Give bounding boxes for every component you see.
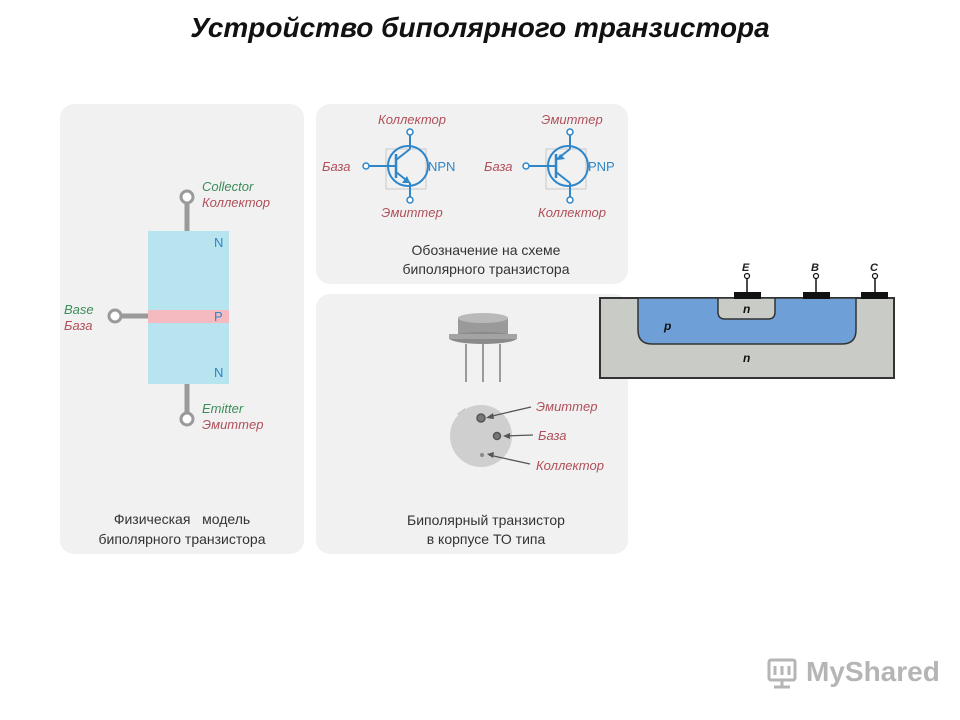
collector-label-ru: Коллектор [202, 195, 270, 210]
base-p-region [637, 297, 857, 345]
base-contact [803, 292, 830, 299]
to-package-bottom-view [450, 405, 534, 467]
base-pin [492, 431, 502, 441]
pnp-type-label: PNP [588, 159, 615, 174]
substrate-region-label: n [743, 351, 750, 365]
to-package-diagram: Эмиттер База Коллектор Биполярный транзи… [407, 313, 604, 547]
emitter-n-region [717, 297, 776, 320]
terminal-e-label: E [742, 262, 750, 274]
layer-label-bottom: N [214, 365, 223, 380]
to-collector-label: Коллектор [536, 458, 604, 473]
base-label-ru: База [64, 318, 93, 333]
watermark-text: MyShared [806, 656, 940, 687]
physical-model-diagram: N P N Collector Коллектор Base База Emit… [64, 179, 270, 547]
emitter-contact [734, 292, 761, 299]
pnp-symbol [522, 128, 589, 204]
npn-collector-label: Коллектор [378, 112, 446, 127]
pnp-emitter-label: Эмиттер [541, 112, 602, 127]
npn-base-label: База [322, 159, 351, 174]
npn-symbol [362, 128, 429, 204]
n-layer-top [148, 231, 229, 310]
to-emitter-label: Эмиттер [536, 399, 597, 414]
base-terminal [107, 308, 123, 324]
pnp-base-label: База [484, 159, 513, 174]
layer-label-top: N [214, 235, 223, 250]
collector-terminal [179, 189, 195, 205]
to-caption-line2: в корпусе ТО типа [427, 531, 546, 547]
collector-label-en: Collector [202, 179, 254, 194]
symbols-diagram: Коллектор База NPN Эмиттер Эмиттер База … [322, 112, 615, 277]
layer-label-mid: P [214, 309, 223, 324]
to-caption-line1: Биполярный транзистор [407, 512, 565, 528]
to-package-side-view [449, 313, 517, 382]
emitter-label-ru: Эмиттер [202, 417, 263, 432]
n-layer-bottom [148, 323, 229, 384]
emitter-pin [476, 413, 486, 423]
emitter-label-en: Emitter [202, 401, 244, 416]
symbols-panel [316, 104, 628, 284]
base-region-label: p [663, 319, 671, 333]
base-label-en: Base [64, 302, 94, 317]
physical-caption-line1: Физическая модель [114, 511, 250, 527]
watermark-logo [767, 658, 797, 689]
cross-section-diagram: E B C n p n [599, 262, 895, 379]
collector-pin [480, 453, 484, 457]
physical-caption-line2: биполярного транзистора [99, 531, 266, 547]
pnp-collector-label: Коллектор [538, 205, 606, 220]
symbols-caption-line1: Обозначение на схеме [412, 242, 561, 258]
emitter-region-label: n [743, 302, 750, 316]
to-base-label: База [538, 428, 567, 443]
symbols-caption-line2: биполярного транзистора [403, 261, 570, 277]
npn-type-label: NPN [428, 159, 455, 174]
terminal-b-label: B [811, 262, 819, 274]
npn-emitter-label: Эмиттер [381, 205, 442, 220]
page-title: Устройство биполярного транзистора [190, 12, 770, 43]
terminal-c-label: C [870, 262, 879, 274]
p-layer [148, 310, 229, 323]
emitter-terminal [179, 411, 195, 427]
collector-contact [861, 292, 888, 299]
